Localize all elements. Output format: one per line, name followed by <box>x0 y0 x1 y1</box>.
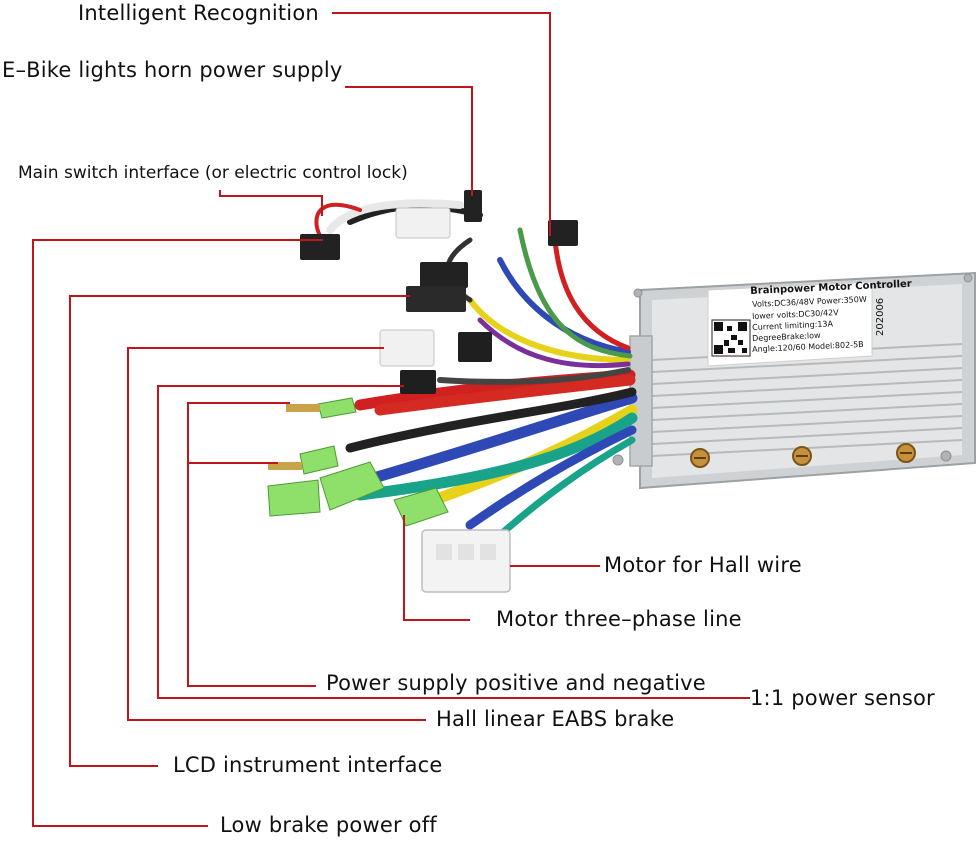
leader-lines <box>32 12 750 827</box>
spade-terminal <box>393 487 449 527</box>
label-power-sensor: 1:1 power sensor <box>750 686 935 710</box>
label-motor-hall: Motor for Hall wire <box>604 553 802 577</box>
label-intelligent-recognition: Intelligent Recognition <box>78 1 319 25</box>
white-connector <box>379 207 511 593</box>
motor-controller-housing <box>612 271 976 490</box>
wire-harness <box>314 199 638 539</box>
terminal-screw <box>792 446 812 466</box>
spade-terminal <box>268 445 339 475</box>
terminal-screw <box>690 448 710 468</box>
label-motor-phase: Motor three–phase line <box>496 607 742 631</box>
label-lcd: LCD instrument interface <box>173 753 443 777</box>
label-lights-horn: E–Bike lights horn power supply <box>2 58 343 82</box>
label-main-switch: Main switch interface (or electric contr… <box>18 163 408 183</box>
qr-code <box>711 319 751 357</box>
spade-terminal <box>319 461 385 511</box>
connector <box>300 190 578 394</box>
spade-terminal <box>286 397 357 419</box>
label-low-brake: Low brake power off <box>220 813 437 837</box>
terminal-screw <box>896 443 916 463</box>
plate-date: 202006 <box>875 297 886 336</box>
label-hall-brake: Hall linear EABS brake <box>436 707 675 731</box>
spade-terminal <box>267 479 321 517</box>
label-power-supply: Power supply positive and negative <box>326 671 706 695</box>
